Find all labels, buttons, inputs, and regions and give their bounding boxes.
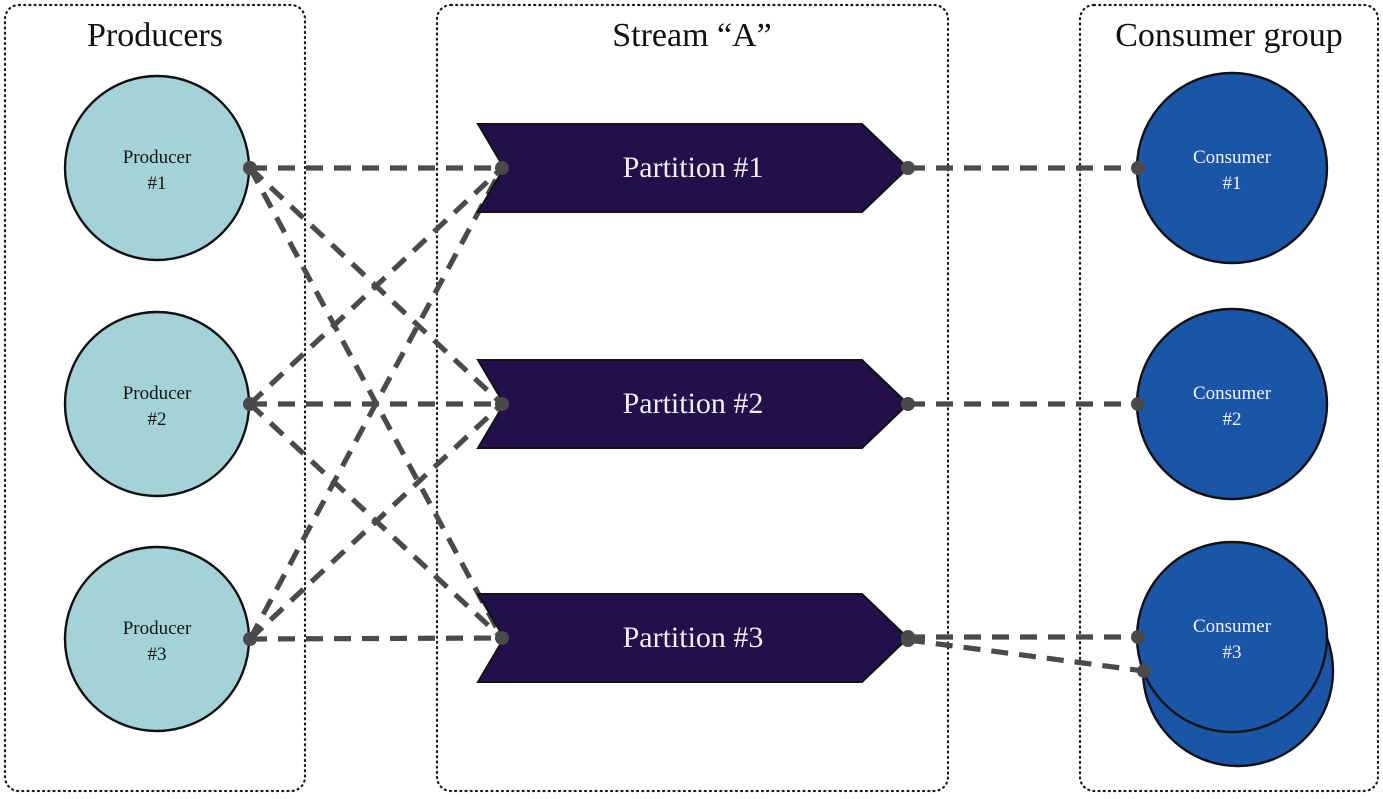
- producer-label-3-line1: Producer: [123, 618, 192, 639]
- producer-label-2-line2: #2: [148, 409, 167, 430]
- producer-node-2[interactable]: Producer #2: [63, 310, 251, 498]
- producer-label-2-line1: Producer: [123, 383, 192, 404]
- edge-dot-pt1: [495, 161, 509, 175]
- group-title-consumer-group: Consumer group: [1115, 17, 1343, 54]
- producer-nodes: Producer #1 Producer #2 Producer #3: [63, 74, 251, 733]
- group-titles: Producers Stream “A” Consumer group: [87, 17, 1343, 54]
- consumer-nodes: Consumer #1 Consumer #2 Consumer #3: [1135, 71, 1329, 734]
- group-containers: [3, 3, 1380, 793]
- edge-p3-to-pt1: [247, 166, 505, 641]
- edge-dot-pt2: [901, 397, 915, 411]
- partition-nodes: Partition #1 Partition #2 Partition #3: [476, 123, 910, 683]
- consumer-label-1-line1: Consumer: [1193, 147, 1272, 168]
- consumer-node-2[interactable]: Consumer #2: [1135, 307, 1329, 501]
- edge-dot-pt3: [901, 633, 915, 647]
- group-box-producers: [3, 3, 307, 793]
- partition-label-2: Partition #2: [623, 387, 764, 420]
- consumer-label-3-line1: Consumer: [1193, 616, 1272, 637]
- edge-dot-p2: [243, 397, 257, 411]
- consumer-label-2-line2: #2: [1223, 409, 1242, 430]
- consumer-label-3-line2: #3: [1223, 642, 1242, 663]
- partition-node-1[interactable]: Partition #1: [476, 123, 910, 213]
- group-box-stream: [435, 3, 950, 793]
- partition-node-2[interactable]: Partition #2: [476, 359, 910, 449]
- group-box-consumer-group: [1078, 3, 1380, 793]
- edge-dot-c3-shadow: [1137, 664, 1151, 678]
- producer-circle-2[interactable]: [63, 310, 251, 498]
- edge-dot-pt1: [901, 161, 915, 175]
- producer-label-3-line2: #3: [148, 644, 167, 665]
- edges-producer-to-partition: [247, 165, 505, 642]
- consumer-circle-3[interactable]: [1135, 540, 1329, 734]
- edge-dot-p1: [243, 161, 257, 175]
- edge-p2-to-pt1: [248, 166, 504, 406]
- consumer-node-1[interactable]: Consumer #1: [1135, 71, 1329, 265]
- consumer-label-2-line1: Consumer: [1193, 383, 1272, 404]
- edge-dot-pt3: [495, 631, 509, 645]
- edge-dot-pt2: [495, 397, 509, 411]
- edge-dot-c3: [1131, 630, 1145, 644]
- edge-dot-c2: [1131, 397, 1145, 411]
- consumer-circle-1[interactable]: [1135, 71, 1329, 265]
- edge-dot-p3: [243, 632, 257, 646]
- edge-endpoint-dots: [243, 161, 1151, 678]
- producer-node-3[interactable]: Producer #3: [63, 545, 251, 733]
- edge-p3-to-pt3: [249, 635, 503, 642]
- group-title-producers: Producers: [87, 17, 223, 54]
- producer-circle-3[interactable]: [63, 545, 251, 733]
- producer-node-1[interactable]: Producer #1: [63, 74, 251, 262]
- edges-partition-to-consumer: [907, 165, 1145, 674]
- partition-label-1: Partition #1: [623, 151, 764, 184]
- consumer-node-3[interactable]: Consumer #3: [1135, 540, 1329, 734]
- edge-pt3-to-c3-shadow: [907, 637, 1145, 674]
- edge-dot-c1: [1131, 161, 1145, 175]
- edge-p3-to-pt2: [248, 402, 504, 641]
- producer-circle-1[interactable]: [63, 74, 251, 262]
- consumer-circle-2[interactable]: [1135, 307, 1329, 501]
- group-title-stream: Stream “A”: [612, 17, 772, 54]
- partition-node-3[interactable]: Partition #3: [476, 593, 910, 683]
- producer-label-1-line1: Producer: [123, 147, 192, 168]
- producer-label-1-line2: #1: [148, 173, 167, 194]
- partition-label-3: Partition #3: [623, 621, 764, 654]
- consumer-label-1-line2: #1: [1223, 173, 1242, 194]
